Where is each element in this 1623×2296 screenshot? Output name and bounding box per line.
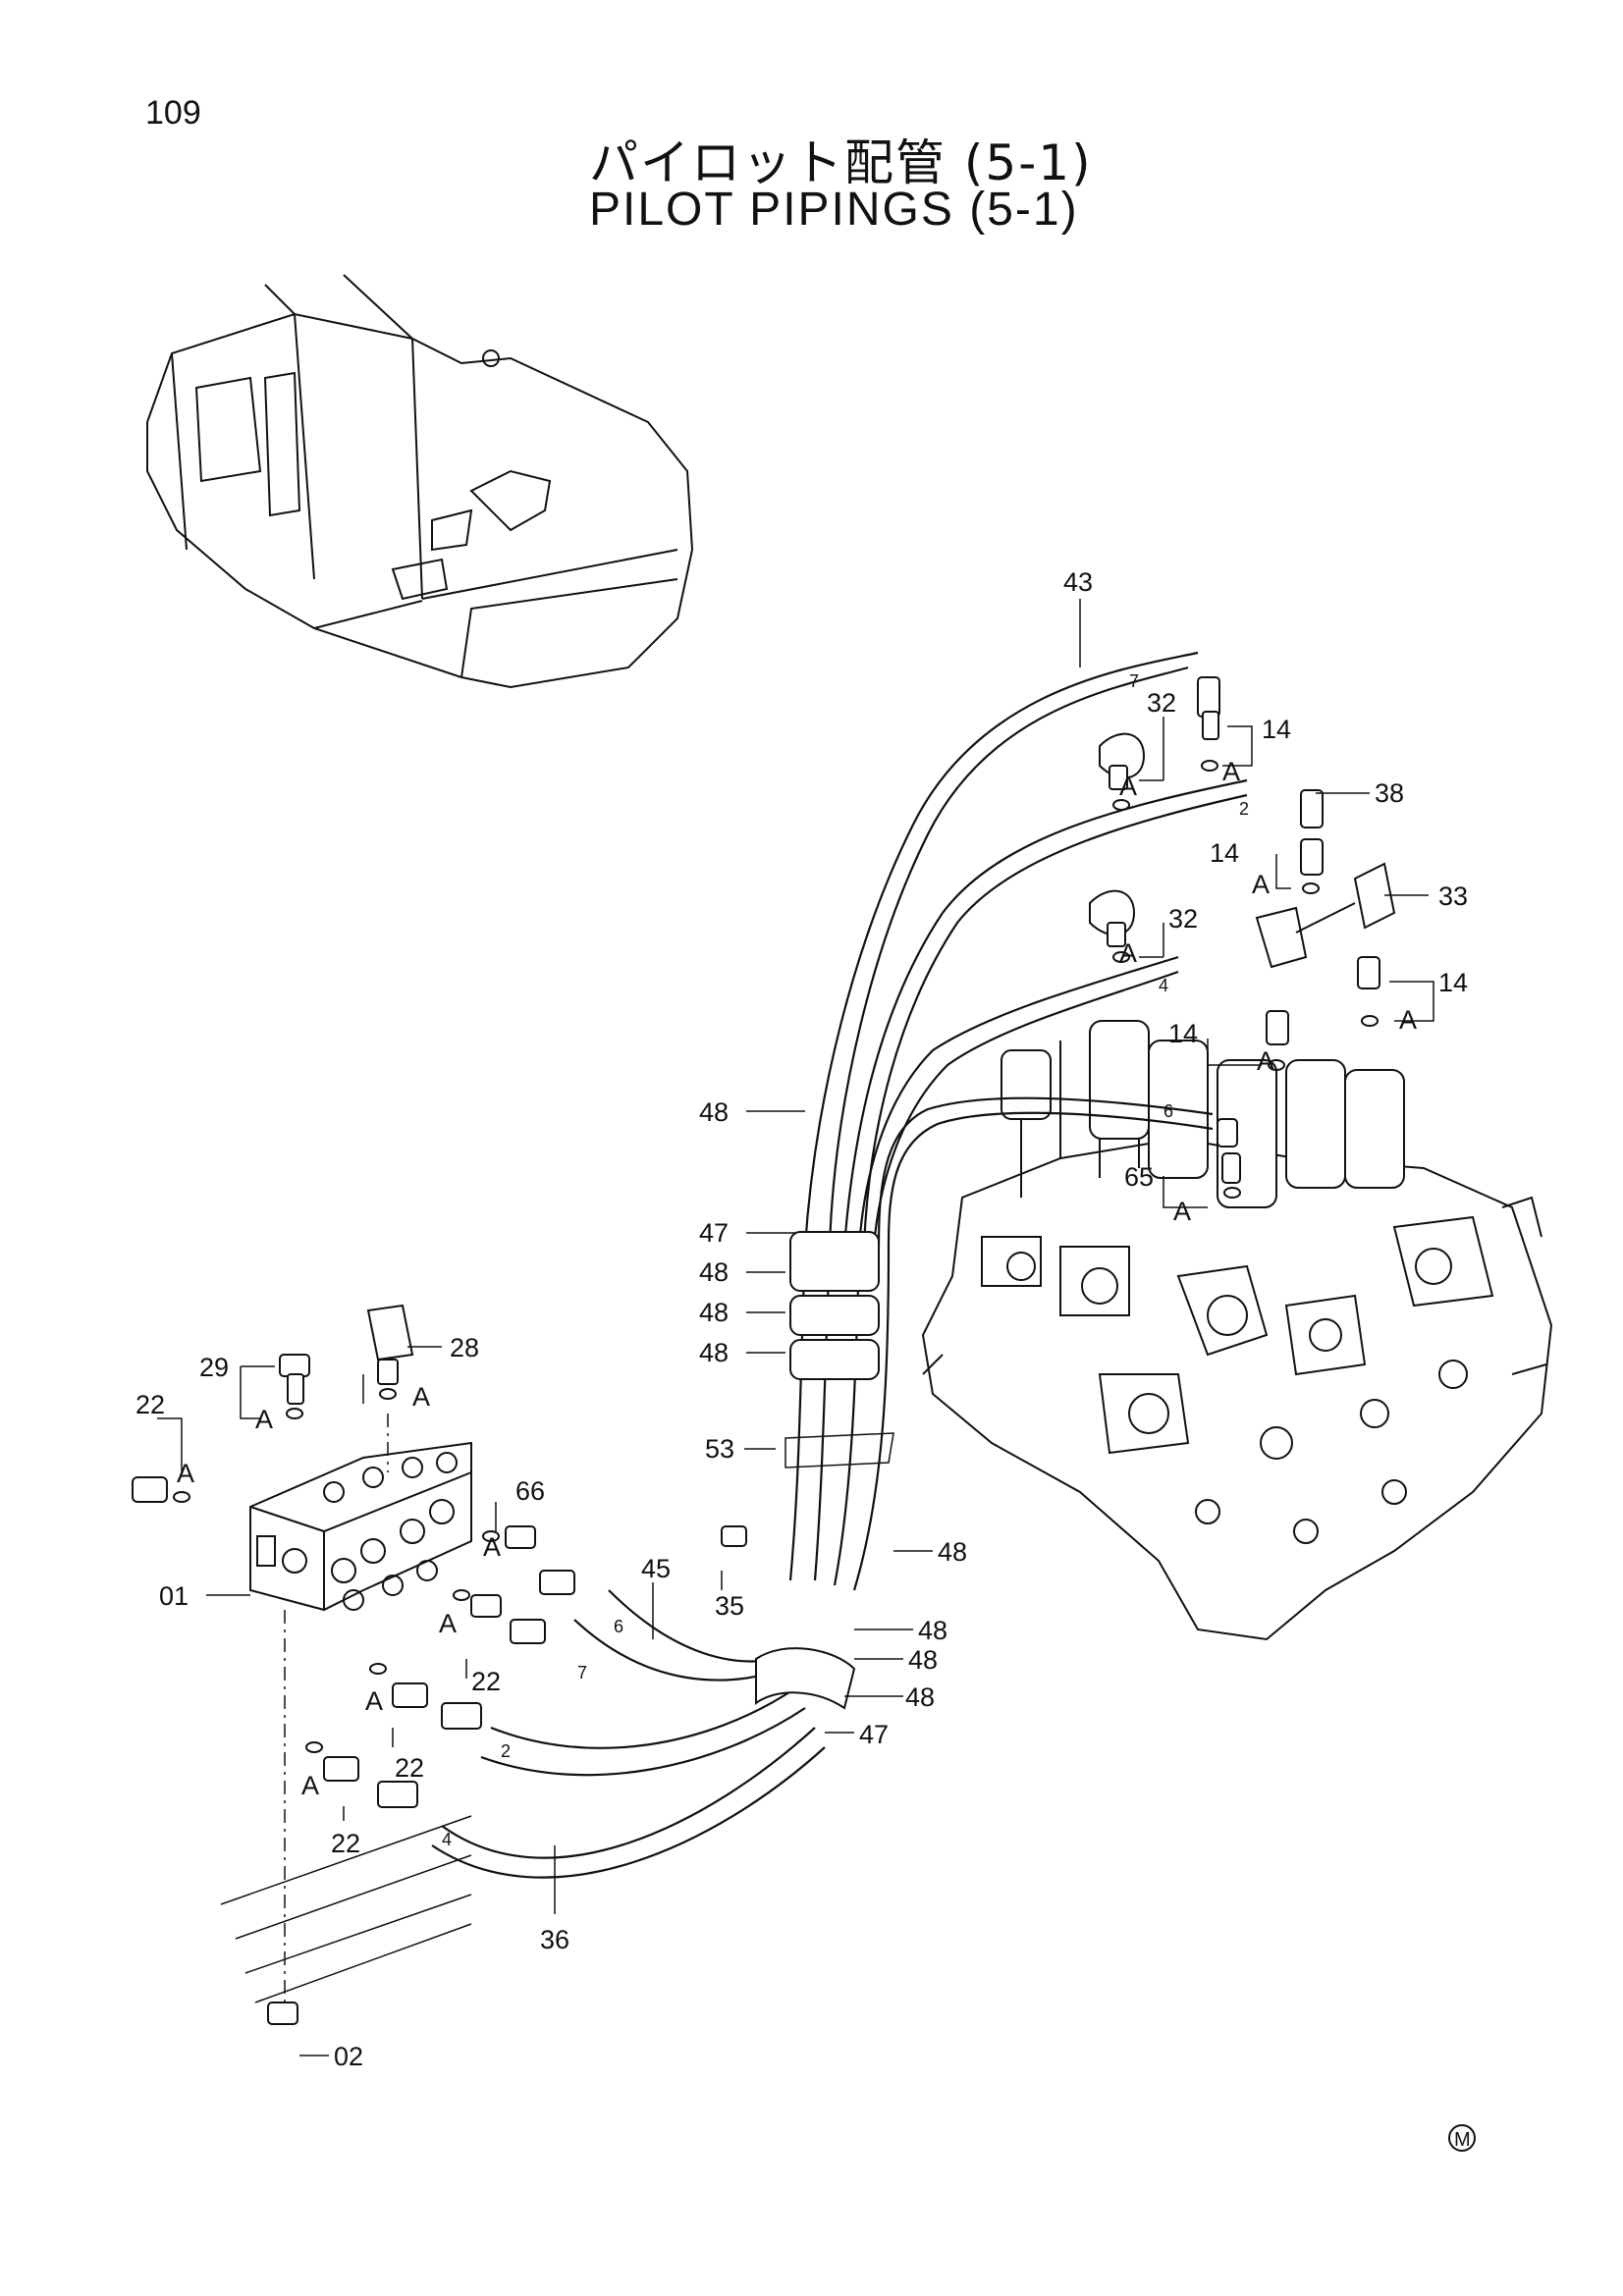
hose-end-label: 2 bbox=[1239, 799, 1249, 819]
bolt-35 bbox=[721, 1525, 747, 1547]
callout-14: 14 bbox=[1262, 715, 1291, 744]
callout-36: 36 bbox=[540, 1925, 569, 1954]
callout-28: 28 bbox=[450, 1333, 479, 1362]
fittings-top bbox=[1089, 676, 1396, 1199]
hose-end-label: 2 bbox=[501, 1741, 511, 1761]
connection-marker-a: A bbox=[1257, 1046, 1274, 1076]
callout-48: 48 bbox=[699, 1257, 729, 1287]
callout-14: 14 bbox=[1438, 968, 1468, 997]
callout-48: 48 bbox=[699, 1338, 729, 1367]
callout-02: 02 bbox=[334, 2042, 363, 2071]
title-english: PILOT PIPINGS (5-1) bbox=[589, 184, 1079, 236]
connection-marker-a: A bbox=[1222, 757, 1240, 786]
callout-47: 47 bbox=[699, 1218, 729, 1248]
callout-14: 14 bbox=[1168, 1019, 1198, 1048]
callout-29: 29 bbox=[199, 1353, 229, 1382]
connection-marker-a: A bbox=[412, 1382, 430, 1412]
callout-48: 48 bbox=[918, 1616, 947, 1645]
callout-38: 38 bbox=[1375, 778, 1404, 808]
clamp-band-3 bbox=[789, 1339, 880, 1380]
hose-end-label: 6 bbox=[1163, 1101, 1173, 1121]
callout-14: 14 bbox=[1210, 838, 1239, 868]
callout-22: 22 bbox=[471, 1667, 501, 1696]
clamp-band-2 bbox=[789, 1295, 880, 1336]
hose-end-label: 4 bbox=[1159, 976, 1168, 995]
connection-marker-a: A bbox=[177, 1459, 194, 1488]
page-number: 109 bbox=[145, 94, 201, 132]
bracket-53 bbox=[784, 1432, 894, 1468]
connection-marker-a: A bbox=[255, 1405, 273, 1434]
callout-43: 43 bbox=[1063, 567, 1093, 597]
callout-48: 48 bbox=[938, 1537, 967, 1567]
hose-end-label: 6 bbox=[614, 1617, 623, 1636]
pilot-valve-block bbox=[249, 1414, 472, 2002]
title-japanese: パイロット配管 (5-1) bbox=[589, 134, 1093, 191]
connection-marker-a: A bbox=[1119, 772, 1137, 801]
valve-spool-1 bbox=[1089, 1020, 1150, 1140]
callout-32: 32 bbox=[1168, 904, 1198, 934]
valve-spool-4 bbox=[1285, 1059, 1346, 1189]
mounting-frame bbox=[220, 1815, 472, 2003]
hose-end-label: 7 bbox=[577, 1663, 587, 1682]
callout-22: 22 bbox=[395, 1753, 424, 1783]
callout-47: 47 bbox=[859, 1720, 889, 1749]
hose-end-label: 7 bbox=[1129, 671, 1139, 691]
plug-29 bbox=[279, 1354, 310, 1377]
callout-66: 66 bbox=[515, 1476, 545, 1506]
callout-48: 48 bbox=[699, 1097, 729, 1127]
connection-marker-a: A bbox=[301, 1771, 319, 1800]
callout-32: 32 bbox=[1147, 688, 1176, 718]
callout-48: 48 bbox=[905, 1682, 935, 1712]
clamp-band-1 bbox=[789, 1231, 880, 1292]
callout-53: 53 bbox=[705, 1434, 734, 1464]
circled-m-mark: M bbox=[1448, 2124, 1476, 2152]
circled-m-letter: M bbox=[1454, 2129, 1471, 2151]
connection-marker-a: A bbox=[1119, 938, 1137, 968]
connection-marker-a: A bbox=[483, 1532, 501, 1562]
callout-22: 22 bbox=[331, 1829, 360, 1858]
callout-01: 01 bbox=[159, 1581, 189, 1611]
leader-lines bbox=[157, 599, 1434, 2056]
callout-33: 33 bbox=[1438, 881, 1468, 911]
hose-end-label: 4 bbox=[442, 1830, 452, 1849]
callout-48: 48 bbox=[699, 1298, 729, 1327]
fittings-pilot-valve bbox=[132, 1304, 747, 2025]
callout-45: 45 bbox=[641, 1554, 671, 1583]
callout-22: 22 bbox=[135, 1390, 165, 1419]
bolt-02 bbox=[267, 2002, 298, 2025]
excavator-overview-illustration bbox=[146, 274, 694, 689]
connection-marker-a: A bbox=[365, 1686, 383, 1716]
hose-bundle bbox=[431, 651, 1248, 1879]
connection-marker-a: A bbox=[1252, 870, 1270, 899]
switch-28 bbox=[366, 1304, 414, 1362]
valve-spool-5 bbox=[1344, 1069, 1405, 1189]
callout-48: 48 bbox=[908, 1645, 938, 1675]
clamp-band-4 bbox=[755, 1647, 856, 1710]
connection-marker-a: A bbox=[439, 1609, 457, 1638]
callout-65: 65 bbox=[1124, 1162, 1154, 1192]
connection-marker-a: A bbox=[1173, 1197, 1191, 1226]
callout-35: 35 bbox=[715, 1591, 744, 1621]
connection-marker-a: A bbox=[1399, 1005, 1417, 1035]
